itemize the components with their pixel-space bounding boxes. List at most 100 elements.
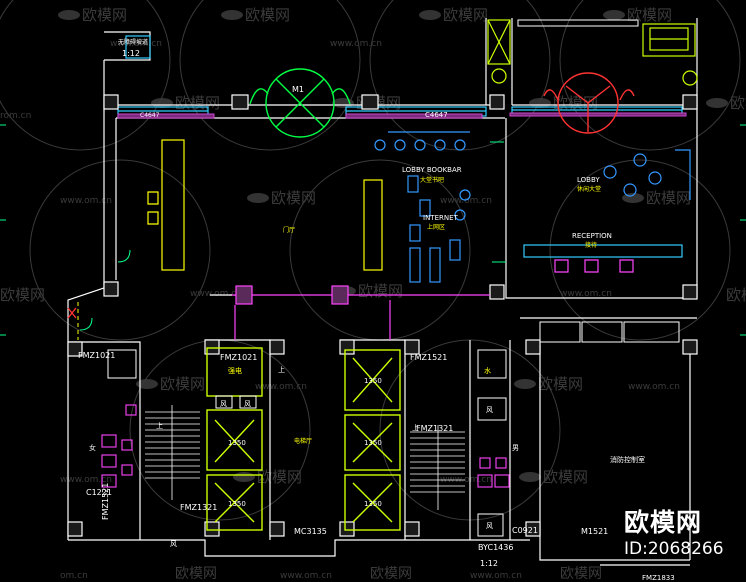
door-fmz1021-mid-label: FMZ1021 [220, 353, 257, 362]
wind-label-c: 风 [486, 406, 493, 414]
window-byc1436-label: BYC1436 [478, 543, 513, 552]
watermark-mark: 欧模网 [0, 286, 45, 304]
wind-label-e: 风 [486, 522, 493, 530]
watermark-logo: 欧模网 [82, 6, 127, 24]
internet-label: INTERNET [423, 214, 459, 222]
reception-desk [523, 244, 683, 258]
watermark-mark: 欧模网 [726, 286, 746, 304]
watermark-mark: 欧模网 [221, 6, 290, 24]
watermark-site: www.om.cn [190, 289, 242, 299]
watermark-mark: 欧模网 [419, 6, 488, 24]
watermark-mark: 欧模网 [247, 189, 316, 207]
female-restroom-label: 女 [89, 443, 96, 452]
watermark-mark: 欧模网 [560, 566, 602, 582]
watermark-site: www.om.cn [440, 196, 492, 206]
watermark-site: www.om.cn [470, 571, 522, 581]
structural-columns [67, 94, 698, 537]
watermark-mark: 欧模网 [58, 6, 127, 24]
window-c0921-label: C0921 [512, 526, 538, 535]
door-fmz1321-bl-label: FMZ1321 [180, 503, 217, 512]
door-mc3135-label: MC3135 [294, 527, 327, 536]
window-c4647-label: C4647 [425, 111, 448, 119]
stairs-right [410, 425, 465, 510]
reception-label: RECEPTION [572, 232, 612, 240]
watermark-site: rom.cn [0, 111, 31, 121]
brand-logo-text: 欧模网 [624, 508, 703, 537]
scale-top-label: 1:12 [122, 49, 140, 58]
top-right-frame [517, 19, 639, 27]
door-fmz1021-left-label: FMZ1021 [78, 351, 115, 360]
revolving-door-right [543, 72, 635, 134]
reception-chairs [554, 259, 634, 273]
fire-control-room-label: 消防控制室 [610, 455, 645, 464]
watermark-site: www.om.cn [255, 382, 307, 392]
internet-cn-label: 上网区 [427, 223, 445, 231]
lobby-bookbar-label: LOBBY BOOKBAR [402, 166, 462, 174]
elevator-core-left [206, 347, 263, 531]
elevator-1350c-label: 1350 [364, 439, 382, 447]
door-fmz1521-right-label: FMZ1521 [410, 353, 447, 362]
watermark-logo: 欧模网 [627, 6, 672, 24]
watermark-logo: 欧模网 [245, 6, 290, 24]
watermark-logo: 欧模网 [726, 286, 746, 304]
room-labels: 无障碍坡道 1:12 C4647 C4647 LOBBY BOOKBAR 大堂书… [78, 38, 675, 582]
elevator-1350a-label: 1350 [228, 439, 246, 447]
watermark-logo: 欧模网 [646, 189, 691, 207]
door-fmz1833-label: FMZ1833 [642, 574, 675, 582]
watermark-mark: 欧模网 [175, 566, 217, 582]
watermark-site: om.cn [60, 571, 88, 581]
elevator-hall-label: 电梯厅 [294, 437, 312, 445]
watermark-logo: 欧模网 [560, 566, 602, 582]
stair-up-mid-label: 上 [278, 365, 285, 374]
watermark-logo: 欧模网 [370, 566, 412, 582]
shaft-boxes [107, 349, 507, 537]
window-c4647-left-label: C4647 [140, 112, 160, 119]
restroom-fixtures-right [477, 457, 510, 488]
door-m1521-label: M1521 [581, 527, 608, 536]
office-row [539, 321, 680, 343]
reception-cn-label: 接待 [585, 241, 597, 249]
watermark-layer: 欧模网 欧模网 欧模网 欧模网 www.om.cn www.om.cn rom.… [0, 6, 746, 582]
scale-bottom-label: 1:12 [480, 559, 498, 568]
lobby-bookbar-cn-label: 大堂书吧 [420, 176, 444, 184]
wind-label-a: 风 [220, 400, 227, 408]
watermark-mark: 欧模网 [233, 468, 302, 486]
wind-label-d: 风 [170, 540, 177, 548]
top-left-note-label: 无障碍坡道 [118, 38, 148, 46]
male-restroom-label: 男 [512, 444, 519, 452]
watermark-site: www.om.cn [110, 39, 162, 49]
watermark-logo: 欧模网 [358, 282, 403, 300]
restroom-fixtures-left [101, 404, 137, 488]
watermark-logo: 欧模网 [443, 6, 488, 24]
lobby-label: LOBBY [577, 176, 600, 184]
window-c1221-label: C1221 [86, 488, 112, 497]
doors [79, 141, 506, 331]
watermark-site: www.om.cn [60, 196, 112, 206]
watermark-logo: 欧模网 [271, 189, 316, 207]
watermark-mark: 欧模网 [151, 94, 220, 112]
watermark-logo: 欧模网 [553, 94, 598, 112]
watermark-mark: 欧模网 [370, 566, 412, 582]
watermark-logo: 欧模网 [0, 286, 45, 304]
foyer-cn-label: 门厅 [283, 226, 295, 234]
watermark-mark: 欧模网 [622, 189, 691, 207]
watermark-logo: 欧模网 [730, 94, 746, 112]
elevator-1350d-label: 1350 [364, 500, 382, 508]
watermark-mark: 欧模网 [514, 375, 583, 393]
brand-id-text: ID:2068266 [624, 539, 724, 559]
watermark-logo: 欧模网 [175, 94, 220, 112]
revolving-door-m1 [249, 68, 351, 138]
elevator-core-right [344, 349, 401, 531]
window-trim [117, 112, 687, 119]
top-right-equipment [487, 19, 698, 86]
watermark-site: www.om.cn [440, 475, 492, 485]
edge-markers [0, 124, 746, 336]
corridor-beam [210, 285, 490, 340]
stairs-left [145, 405, 200, 500]
elevator-1350e-label: 1350 [228, 500, 246, 508]
watermark-logo: 欧模网 [538, 375, 583, 393]
watermark-site: www.om.cn [60, 475, 112, 485]
watermark-mark: 欧模网 [519, 468, 588, 486]
